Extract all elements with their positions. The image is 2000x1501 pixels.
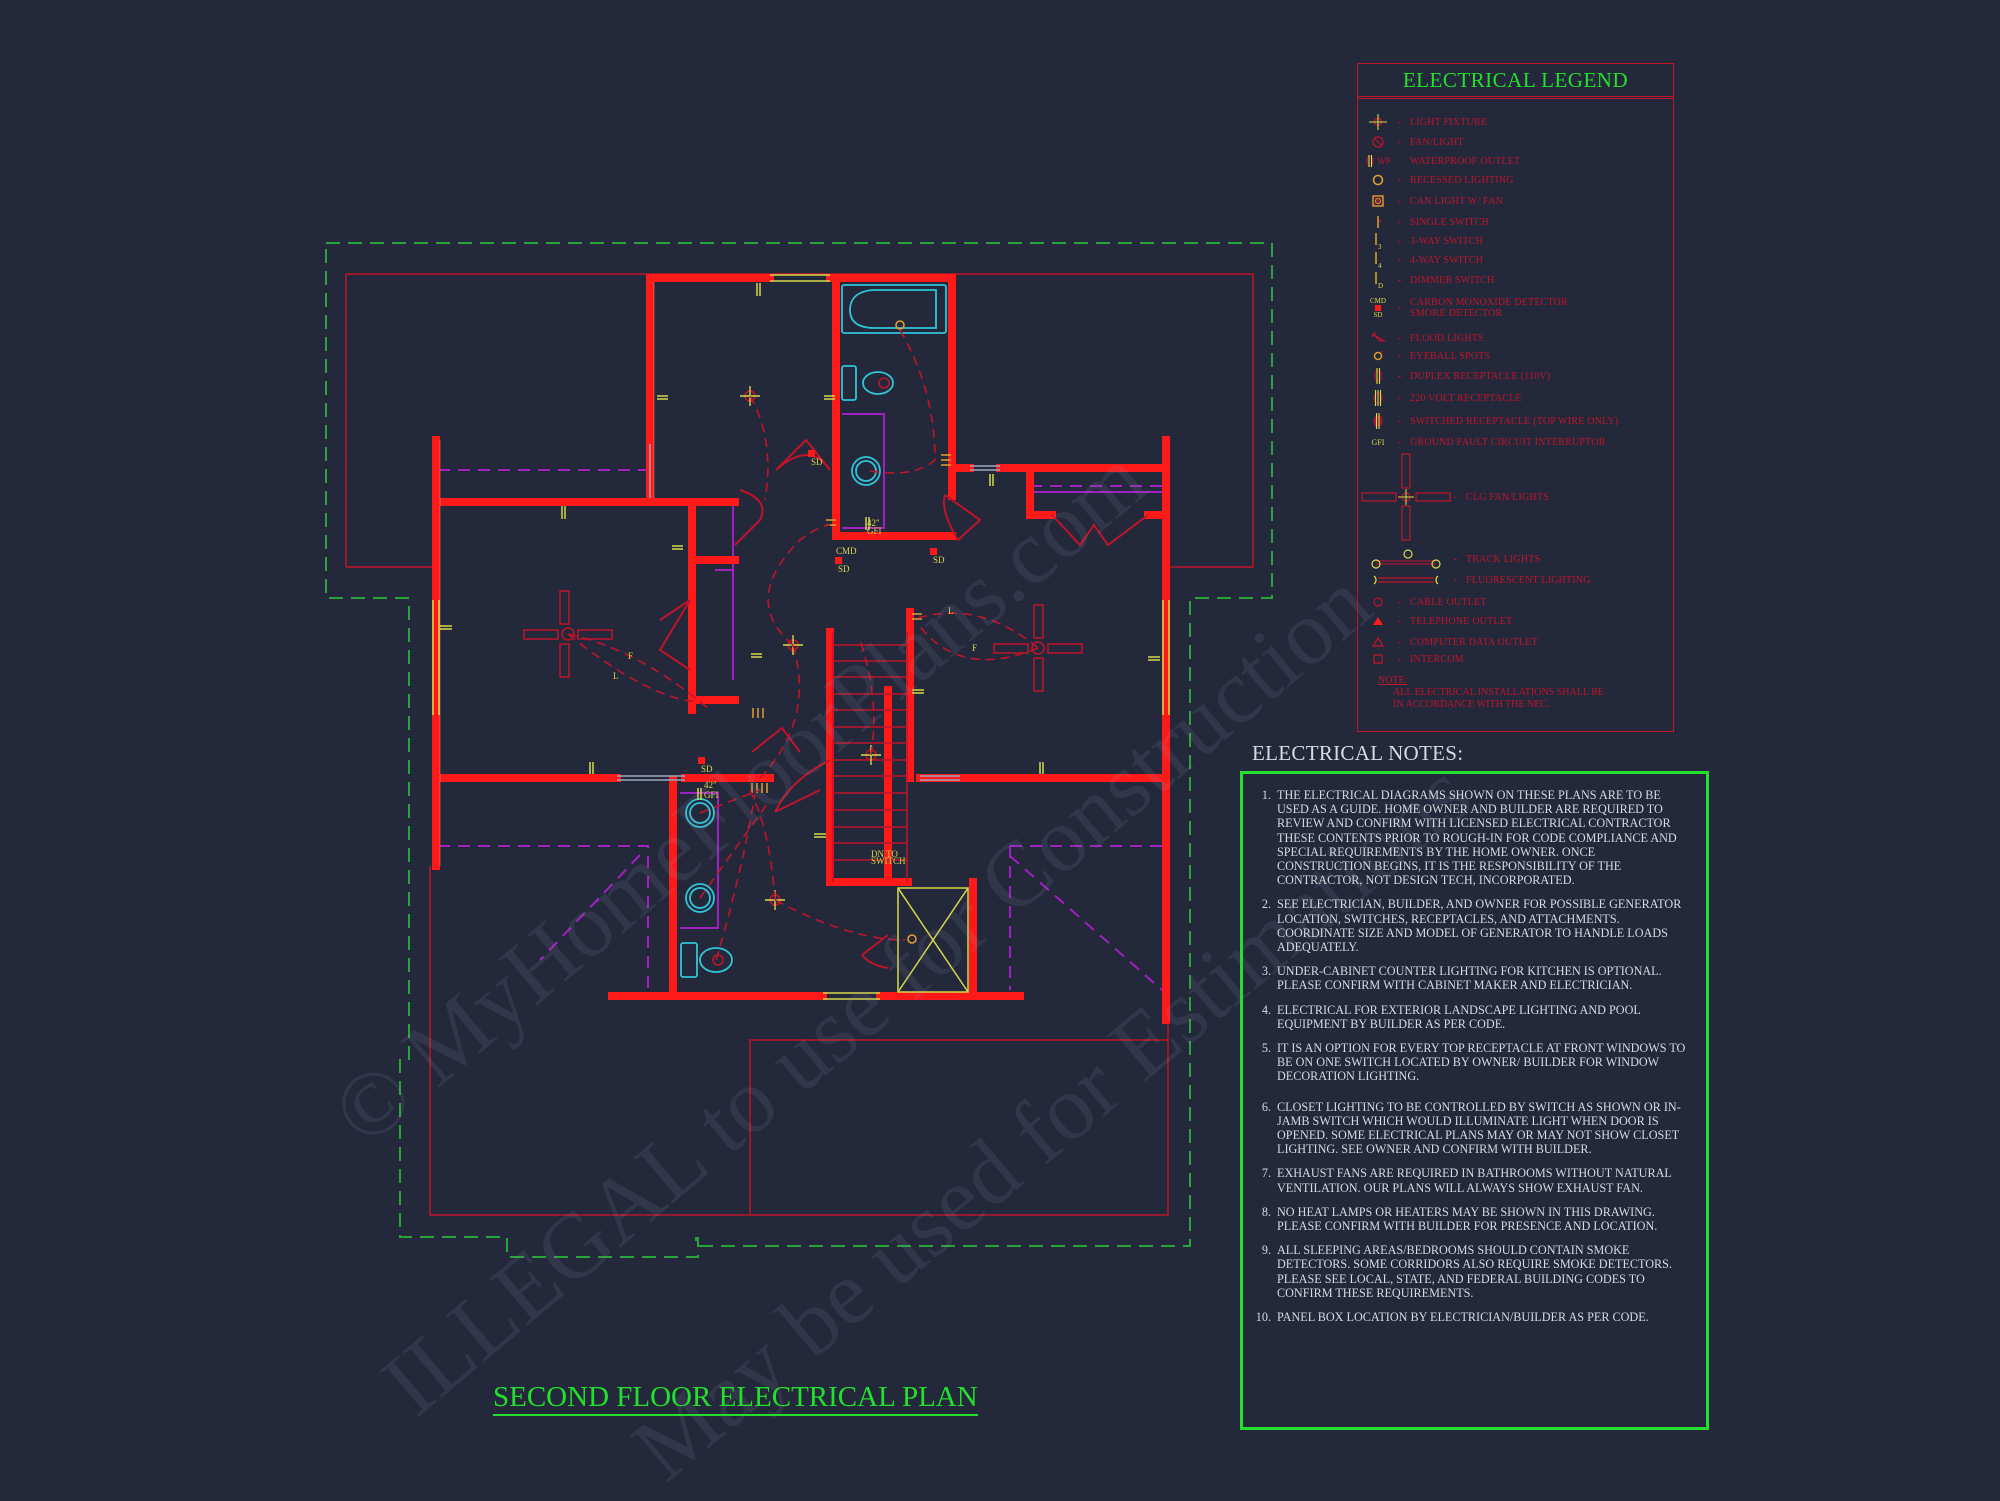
220-volt-receptacle-icon — [1373, 390, 1383, 406]
svg-text:GFI: GFI — [704, 790, 719, 800]
svg-text:SD: SD — [838, 564, 850, 574]
legend-item: WP WATERPROOF OUTLET — [1358, 153, 1520, 169]
legend-item: -EYEBALL SPOTS — [1358, 348, 1490, 364]
switched-receptacle-icon — [1373, 413, 1383, 429]
note-item: 2.SEE ELECTRICIAN, BUILDER, AND OWNER FO… — [1261, 897, 1682, 955]
svg-text:3: 3 — [1378, 243, 1382, 250]
legend-item: -CAN LIGHT W/ FAN — [1358, 193, 1503, 209]
cable-outlet-icon — [1373, 597, 1383, 607]
ceiling-fans — [523, 590, 1083, 692]
plan-title: SECOND FLOOR ELECTRICAL PLAN — [493, 1382, 978, 1416]
computer-data-outlet-icon — [1372, 636, 1384, 647]
gfi-icon: GFI — [1371, 437, 1385, 447]
stairs — [832, 632, 908, 882]
receptacles — [440, 283, 1160, 838]
track-lights-icon — [1371, 549, 1441, 569]
svg-text:SD: SD — [933, 555, 945, 565]
legend-item: -FLOOD LIGHTS — [1358, 330, 1484, 346]
ceiling-fan-lights-icon — [1361, 453, 1451, 541]
svg-text:F: F — [628, 651, 633, 661]
note-item: 5.IT IS AN OPTION FOR EVERY TOP RECEPTAC… — [1261, 1041, 1686, 1084]
legend-item: -LIGHT FIXTURE — [1358, 114, 1487, 130]
svg-text:4: 4 — [1378, 262, 1382, 269]
four-way-switch-icon: 4 — [1375, 252, 1382, 269]
svg-text:L: L — [948, 606, 954, 616]
legend-item: -INTERCOM — [1358, 651, 1464, 667]
walls — [432, 274, 1170, 1024]
note-item: 4.ELECTRICAL FOR EXTERIOR LANDSCAPE LIGH… — [1261, 1002, 1641, 1031]
telephone-outlet-icon — [1373, 617, 1383, 625]
note-item: 7.EXHAUST FANS ARE REQUIRED IN BATHROOMS… — [1261, 1166, 1672, 1195]
smoke-detectors — [698, 450, 937, 764]
legend-item: -SINGLE SWITCH — [1358, 214, 1489, 230]
windows — [432, 274, 1170, 1000]
dimmer-switch-icon: D — [1375, 272, 1383, 289]
notes-heading: ELECTRICAL NOTES: — [1252, 741, 1464, 765]
legend-note: NOTE: ALL ELECTRICAL INSTALLATIONS SHALL… — [1378, 675, 1604, 710]
svg-text:CMD: CMD — [836, 546, 857, 556]
eyeball-spots-icon — [1373, 350, 1384, 361]
legend-item: -CABLE OUTLET — [1358, 594, 1487, 610]
legend-item: -TELEPHONE OUTLET — [1358, 613, 1512, 629]
legend-item: -DUPLEX RECEPTACLE (110V) — [1358, 368, 1550, 384]
svg-text:SWITCH: SWITCH — [871, 856, 906, 866]
svg-text:L: L — [613, 671, 619, 681]
legend-item: -RECESSED LIGHTING — [1358, 172, 1514, 188]
roof-outline — [325, 242, 1273, 1258]
svg-text:D: D — [1378, 282, 1383, 289]
flood-lights-icon — [1371, 332, 1386, 342]
legend-item: -FAN/LIGHT — [1358, 134, 1464, 150]
single-switch-icon — [1377, 216, 1382, 228]
legend-title: ELECTRICAL LEGEND — [1358, 64, 1673, 99]
note-item: 9.ALL SLEEPING AREAS/BEDROOMS SHOULD CON… — [1261, 1243, 1673, 1300]
note-item: 3.UNDER-CABINET COUNTER LIGHTING FOR KIT… — [1261, 964, 1662, 993]
plumbing-fixtures — [680, 284, 947, 978]
svg-text:SD: SD — [701, 764, 713, 774]
legend-item: -220 VOLT RECEPTACLE — [1358, 390, 1522, 406]
legend-item: -SWITCHED RECEPTACLE (TOP WIRE ONLY) — [1358, 413, 1618, 429]
svg-text:F: F — [972, 643, 977, 653]
can-light-fan-icon — [1372, 195, 1384, 207]
svg-text:42": 42" — [867, 518, 880, 528]
note-item: 10.PANEL BOX LOCATION BY ELECTRICIAN/BUI… — [1255, 1310, 1649, 1325]
note-item: 6.CLOSET LIGHTING TO BE CONTROLLED BY SW… — [1261, 1099, 1681, 1157]
legend-item: 4 -4-WAY SWITCH — [1358, 252, 1483, 269]
svg-text:GFI: GFI — [867, 526, 882, 536]
fluorescent-lighting-icon — [1373, 575, 1439, 585]
svg-text:SD: SD — [811, 457, 823, 467]
lower-floor-outline — [345, 273, 1254, 1216]
light-fixture-icon — [1369, 114, 1387, 130]
cabinet-lines — [438, 413, 1163, 991]
waterproof-outlet-icon — [1366, 155, 1374, 167]
note-item: 1.THE ELECTRICAL DIAGRAMS SHOWN ON THESE… — [1261, 788, 1677, 888]
duplex-receptacle-icon — [1374, 368, 1382, 384]
intercom-icon — [1373, 654, 1383, 664]
legend-item: GFI -GROUND FAULT CIRCUIT INTERRUPTOR — [1371, 436, 1606, 448]
shower — [897, 887, 969, 993]
legend-item: 3 -3-WAY SWITCH — [1358, 233, 1483, 250]
recessed-lighting-icon — [1372, 174, 1384, 186]
legend-item: -CLG FAN/LIGHTS — [1358, 452, 1549, 542]
svg-text:42": 42" — [704, 780, 717, 790]
svg-text:DN TO: DN TO — [871, 849, 898, 859]
electrical-notes-box: 1.THE ELECTRICAL DIAGRAMS SHOWN ON THESE… — [1240, 771, 1709, 1430]
fan-light-icon — [1372, 136, 1384, 148]
doors — [658, 438, 1149, 969]
three-way-switch-icon: 3 — [1375, 233, 1382, 250]
legend-item: -TRACK LIGHTS — [1358, 548, 1540, 570]
plan-annotations: SD CMD SD SD SD 42" GFI 42" GFI F L L F … — [613, 457, 977, 866]
legend-item: D -DIMMER SWITCH — [1358, 272, 1495, 289]
legend-item: -FLUORESCENT LIGHTING — [1358, 572, 1591, 588]
note-item: 8.NO HEAT LAMPS OR HEATERS MAY BE SHOWN … — [1261, 1204, 1658, 1234]
electrical-legend: ELECTRICAL LEGEND -LIGHT FIXTURE -FAN/LI… — [1357, 63, 1674, 732]
legend-item: -COMPUTER DATA OUTLET — [1358, 634, 1538, 650]
wiring — [567, 329, 1039, 961]
